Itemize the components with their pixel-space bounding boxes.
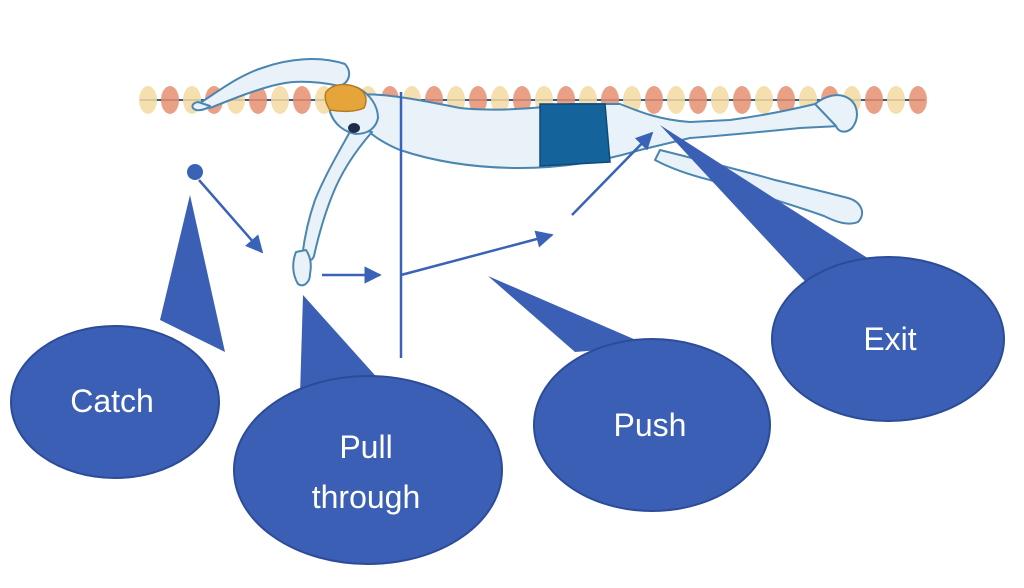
callout-catch-label: Catch: [70, 383, 154, 419]
lane-float: [667, 86, 685, 114]
lane-float: [865, 86, 883, 114]
callout-push: Push: [488, 276, 771, 512]
lane-float: [645, 86, 663, 114]
callout-pull-through: Pull through: [233, 295, 503, 565]
lane-float: [161, 86, 179, 114]
lane-float: [139, 86, 157, 114]
swim-cap-icon: [324, 83, 367, 113]
callout-catch: Catch: [10, 195, 225, 479]
lane-float: [887, 86, 905, 114]
lane-float: [755, 86, 773, 114]
lane-float: [513, 86, 531, 114]
arrow-push: [400, 230, 554, 277]
lane-float: [733, 86, 751, 114]
arrow-exit: [571, 131, 654, 216]
lane-float: [491, 86, 509, 114]
lane-float: [909, 86, 927, 114]
swim-shorts-icon: [539, 103, 611, 167]
callout-pull-through-label: Pull: [339, 429, 392, 465]
callout-pull-through-label-2: through: [312, 479, 421, 515]
lane-float: [777, 86, 795, 114]
callout-exit-label: Exit: [863, 321, 916, 357]
lane-float: [271, 86, 289, 114]
callout-exit: Exit: [660, 125, 1005, 422]
lane-float: [711, 86, 729, 114]
arrow-to-catch: [198, 179, 264, 254]
goggles-icon: [348, 123, 360, 133]
lane-float: [293, 86, 311, 114]
callout-push-label: Push: [614, 407, 687, 443]
hand-path-arrows: [187, 131, 654, 284]
lane-float: [249, 86, 267, 114]
lane-float: [689, 86, 707, 114]
lane-float: [469, 86, 487, 114]
catch-start-dot: [187, 164, 203, 180]
